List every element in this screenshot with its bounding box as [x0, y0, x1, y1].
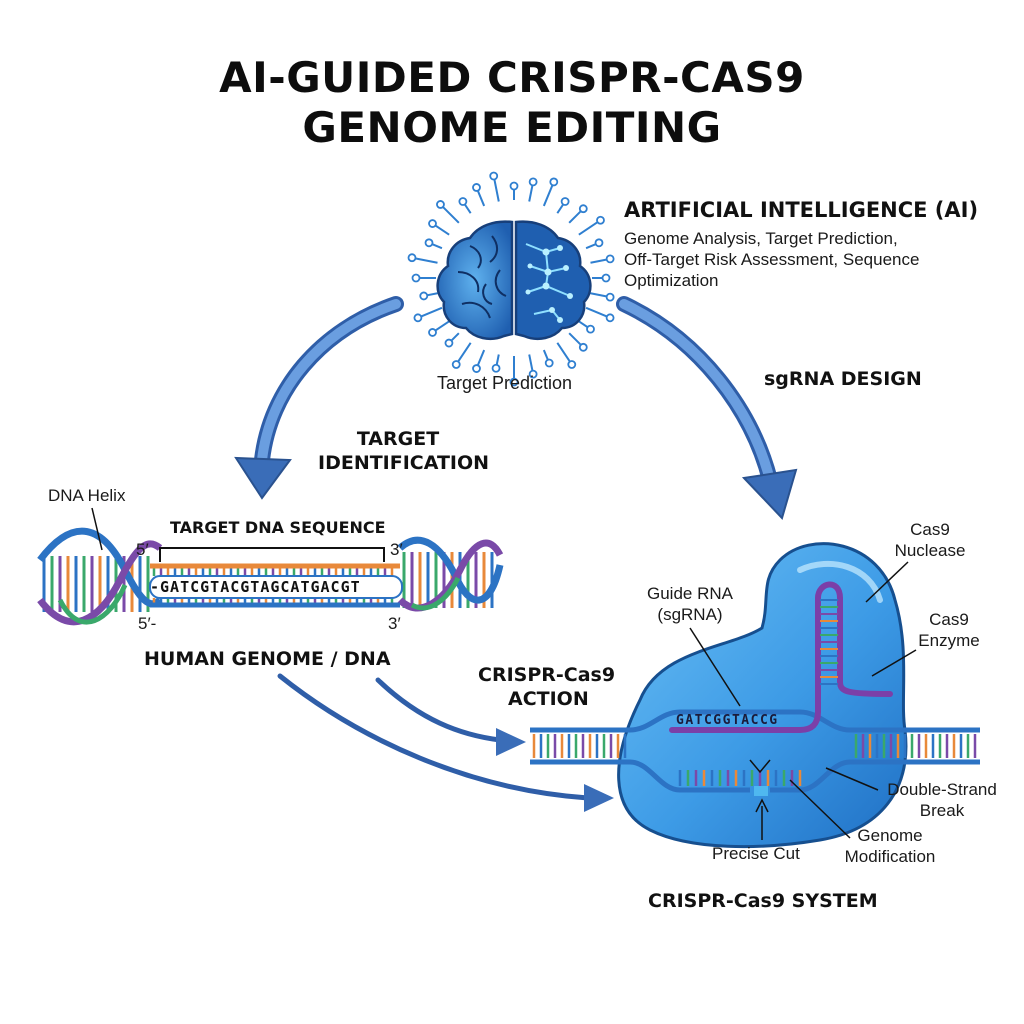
arrow-dna-to-action-upper	[375, 677, 526, 756]
dna-5-prime-bottom: 5′-	[138, 614, 157, 633]
dna-3-prime-bottom: 3′	[388, 614, 401, 633]
modification-label-2: Modification	[844, 847, 936, 866]
human-genome-caption: HUMAN GENOME / DNA	[144, 648, 391, 670]
cas9-enzyme-label-2: Enzyme	[918, 631, 980, 650]
modification-leader	[789, 779, 851, 839]
target-dna-sequence: -GATCGTACGTAGCATGACGT	[150, 578, 361, 596]
arrow-target-identification	[234, 296, 404, 500]
cas9-enzyme-label-1: Cas9	[929, 610, 969, 629]
dsb-label-1: Double-Strand	[887, 780, 997, 799]
ai-heading: ARTIFICIAL INTELLIGENCE (AI)	[624, 198, 979, 222]
arrow-sgrna-design	[616, 296, 798, 520]
guide-rna-label-2: (sgRNA)	[657, 605, 723, 624]
dna-5-prime-top: 5′	[136, 540, 149, 559]
modification-arrowhead	[749, 759, 771, 774]
guide-rna-label-1: Guide RNA	[647, 584, 733, 603]
dna-helix	[37, 527, 504, 626]
cas9-nuclease-label-1: Cas9	[910, 520, 950, 539]
dsb-label-2: Break	[919, 801, 965, 820]
dna-3-prime-top: 3′	[390, 540, 403, 559]
arrow-dna-to-action-lower	[277, 673, 614, 812]
target-identification-label-1: TARGET	[356, 428, 440, 450]
crispr-action-label-2: ACTION	[508, 688, 589, 710]
dna-helix-leader	[91, 507, 103, 551]
dna-helix-label: DNA Helix	[48, 486, 126, 505]
ai-desc-line-2: Off-Target Risk Assessment, Sequence	[624, 250, 920, 269]
modification-label-1: Genome	[857, 826, 923, 845]
ai-desc-line-3: Optimization	[624, 271, 719, 290]
cut-site-marker	[754, 786, 768, 796]
crispr-system-caption: CRISPR-Cas9 SYSTEM	[648, 890, 878, 912]
crispr-action-label-1: CRISPR-Cas9	[478, 664, 616, 686]
ai-brain-icon	[407, 171, 615, 387]
nuclease-leader	[865, 561, 909, 603]
guide-rna	[669, 581, 893, 733]
guide-rna-sequence: GATCGGTACCG	[676, 713, 779, 728]
dsb-leader	[825, 767, 879, 791]
cas9-nuclease-label-2: Nuclease	[894, 541, 966, 560]
sgrna-design-label: sgRNA DESIGN	[764, 368, 922, 390]
guide-rna-leader	[689, 627, 741, 707]
ai-desc-line-1: Genome Analysis, Target Prediction,	[624, 229, 898, 248]
page-title-line-2: GENOME EDITING	[302, 103, 722, 152]
target-dna-label: TARGET DNA SEQUENCE	[170, 518, 386, 537]
cut-arrowhead	[755, 798, 769, 813]
brain-caption: Target Prediction	[437, 373, 573, 393]
target-identification-label-2: IDENTIFICATION	[318, 452, 490, 474]
page-title-line-1: AI-GUIDED CRISPR-CAS9	[219, 53, 805, 102]
enzyme-leader	[871, 649, 917, 677]
precise-cut-label: Precise Cut	[712, 844, 800, 863]
